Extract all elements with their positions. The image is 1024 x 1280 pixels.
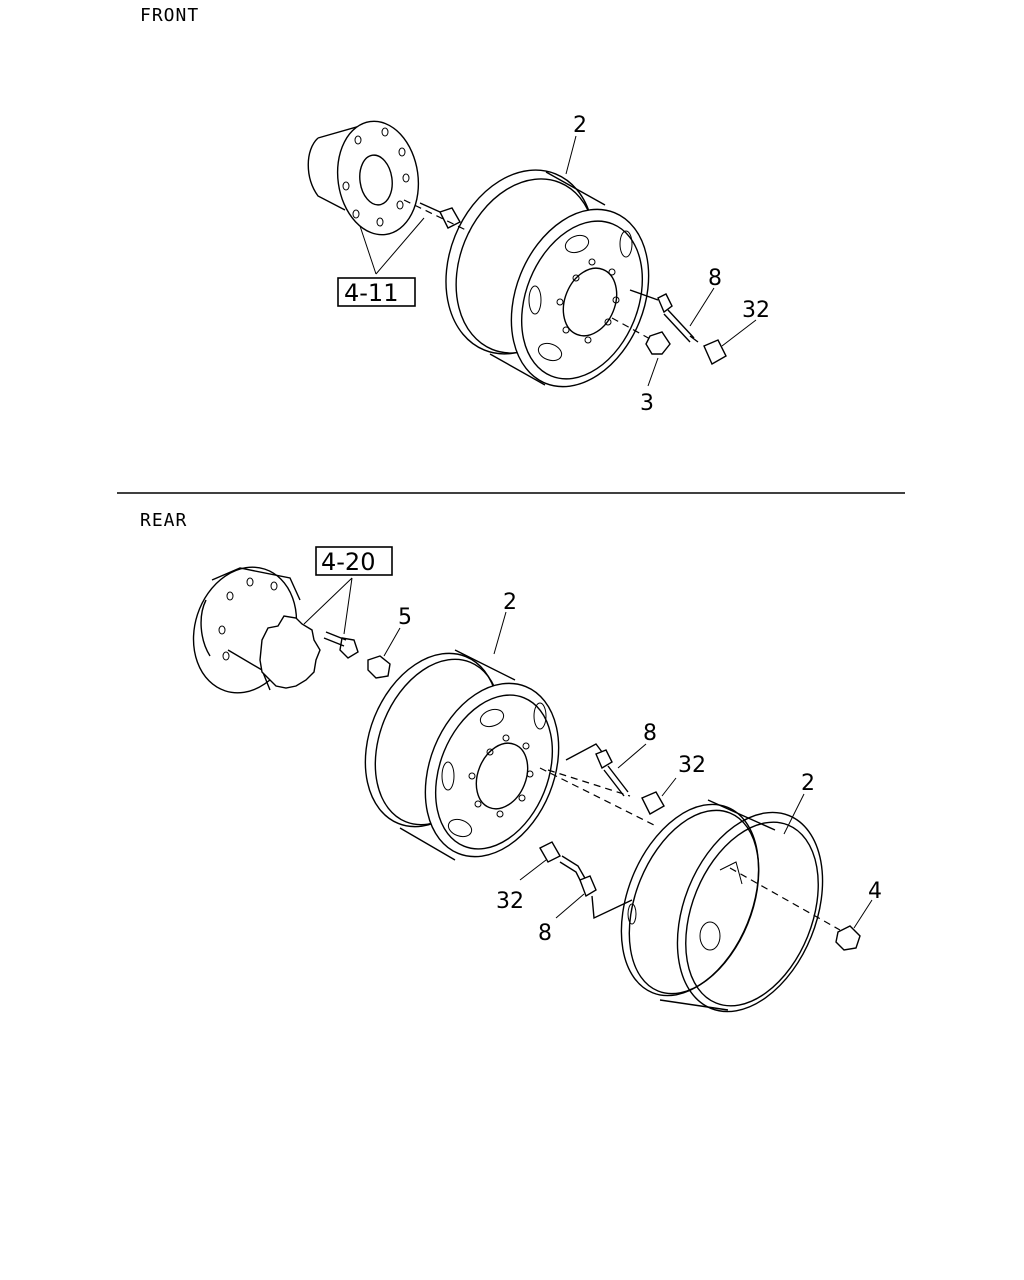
rear-ref-box[interactable]: 4-20 [315,546,393,576]
front-section-title: FRONT [140,5,199,26]
rear-callout-outer-wheel: 2 [801,771,815,796]
rear-outer-valve-cap [539,841,561,863]
front-valve-cap [703,339,727,365]
front-nut [611,317,671,355]
rear-callout-inner-valve: 8 [643,721,657,746]
rear-outer-nut [729,867,861,951]
front-callout-nut: 3 [640,391,654,416]
rear-inner-wheel [364,649,560,861]
rear-hub-bolt [323,631,359,659]
rear-callout-outer-cap: 32 [496,889,524,914]
rear-callout-outer-nut: 4 [868,879,882,904]
front-callout-valve: 8 [708,266,722,291]
rear-inner-nut [367,655,391,679]
rear-inner-valve [547,743,631,797]
front-wheel [445,169,650,388]
rear-section-title: REAR [140,510,187,531]
rear-callout-inner-cap: 32 [678,753,706,778]
front-ref-box[interactable]: 4-11 [337,277,416,307]
front-hub [307,120,420,236]
rear-ref-box-label: 4-20 [321,548,375,576]
rear-outer-valve [559,855,633,920]
rear-callout-inner-nut: 5 [398,605,412,630]
rear-callout-inner-wheel: 2 [503,590,517,615]
rear-hub [192,566,321,694]
front-callout-cap: 32 [742,298,770,323]
front-valve [629,289,699,343]
front-callout-wheel: 2 [573,113,587,138]
rear-callout-outer-valve: 8 [538,921,552,946]
rear-inner-valve-cap [641,791,665,815]
rear-outer-wheel [620,799,824,1013]
front-ref-box-label: 4-11 [344,279,398,307]
